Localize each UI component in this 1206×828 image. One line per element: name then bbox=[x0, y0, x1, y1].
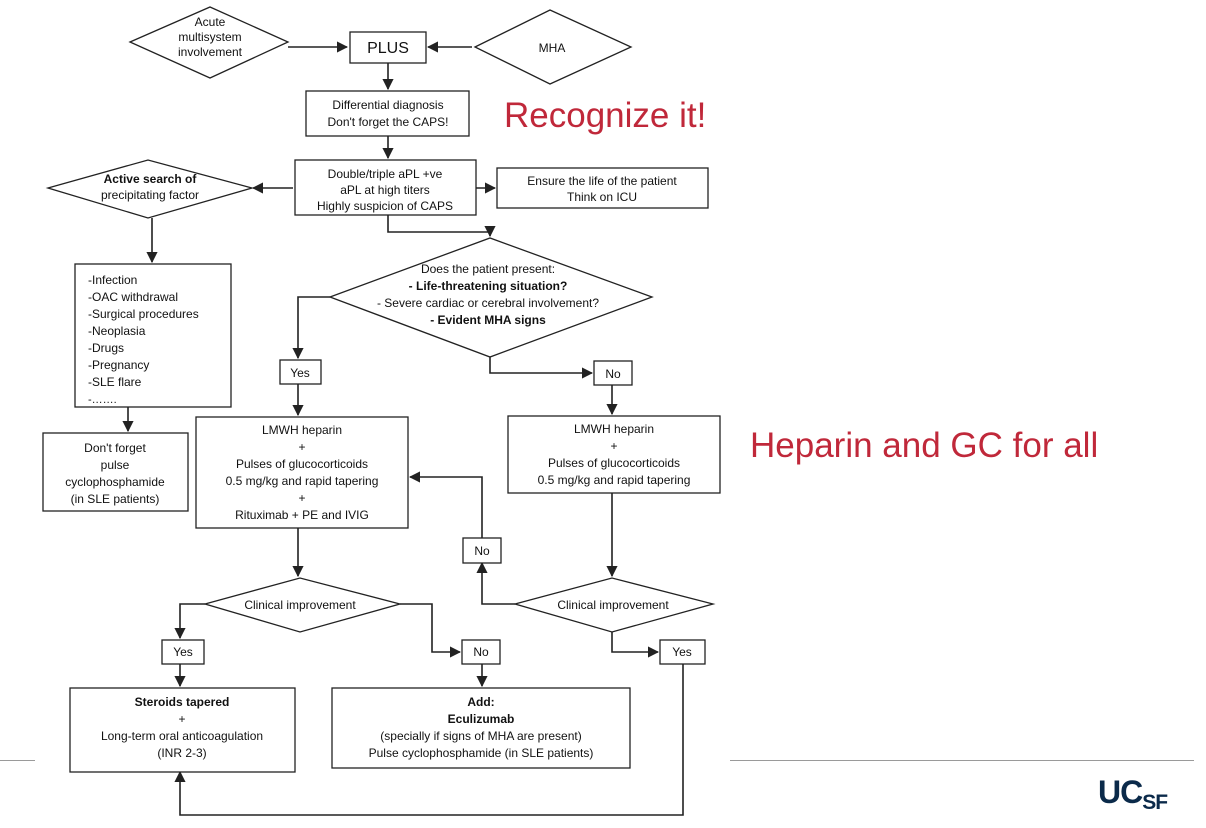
cyclophosphamide-line: Don't forget bbox=[84, 441, 146, 455]
steroids-tapered-box bbox=[69, 687, 296, 773]
treatment-line: Rituximab + PE and IVIG bbox=[235, 508, 369, 522]
recognize-heading: Recognize it! bbox=[504, 96, 707, 135]
treatment-line: 0.5 mg/kg and rapid tapering bbox=[226, 474, 379, 488]
treatment-yes-box bbox=[195, 416, 409, 529]
acute-line: Acute bbox=[195, 15, 226, 29]
cyclophosphamide-line: cyclophosphamide bbox=[65, 475, 165, 489]
no-label: No bbox=[473, 645, 489, 659]
mha-label: MHA bbox=[539, 41, 566, 55]
treatment-line: LMWH heparin bbox=[262, 423, 342, 437]
plus-box bbox=[349, 31, 427, 64]
add-line: (specially if signs of MHA are present) bbox=[380, 729, 581, 743]
clinical-improvement-diamond-left bbox=[202, 577, 403, 633]
active-search-line: precipitating factor bbox=[101, 188, 199, 202]
caps-suspicion-line: Double/triple aPL +ve bbox=[328, 167, 443, 181]
ucsf-logo: UCSF bbox=[1098, 774, 1168, 815]
heparin-heading: Heparin and GC for all bbox=[750, 426, 1099, 465]
mha-diamond bbox=[473, 9, 633, 85]
treatment-line: + bbox=[610, 439, 617, 453]
treatment-line: 0.5 mg/kg and rapid tapering bbox=[538, 473, 691, 487]
factor-item: -Surgical procedures bbox=[88, 307, 199, 321]
question-line: - Life-threatening situation? bbox=[409, 279, 568, 293]
precipitating-factors-box bbox=[74, 263, 232, 408]
steroids-line: (INR 2-3) bbox=[157, 746, 206, 760]
cyclophosphamide-line: (in SLE patients) bbox=[71, 492, 160, 506]
question-line: - Severe cardiac or cerebral involvement… bbox=[377, 296, 599, 310]
ensure-life-box bbox=[496, 167, 709, 209]
factor-item: -Drugs bbox=[88, 341, 124, 355]
caps-suspicion-box bbox=[294, 159, 477, 216]
steroids-line: Steroids tapered bbox=[135, 695, 230, 709]
add-eculizumab-text: Add: Eculizumab (specially if signs of M… bbox=[369, 695, 594, 760]
factor-item: -……. bbox=[88, 394, 117, 406]
footer-rule-right bbox=[730, 760, 1194, 761]
factor-item: -Pregnancy bbox=[88, 358, 149, 372]
differential-line: Don't forget the CAPS! bbox=[327, 115, 448, 129]
no-label: No bbox=[474, 544, 490, 558]
no-box-2 bbox=[461, 639, 501, 665]
clinical-improvement-diamond-right bbox=[512, 577, 716, 633]
plus-label: PLUS bbox=[367, 40, 409, 57]
footer-rule-left bbox=[0, 760, 35, 761]
add-line: Pulse cyclophosphamide (in SLE patients) bbox=[369, 746, 594, 760]
yes-box-right bbox=[659, 639, 706, 665]
acute-involvement-diamond bbox=[128, 6, 290, 79]
no-label: No bbox=[605, 367, 621, 381]
active-search-diamond bbox=[45, 159, 255, 219]
acute-line: involvement bbox=[178, 45, 243, 59]
cyclophosphamide-line: pulse bbox=[101, 458, 130, 472]
connectors bbox=[122, 41, 684, 816]
cyclophosphamide-reminder-box bbox=[42, 432, 189, 512]
yes-box-1 bbox=[279, 359, 322, 385]
yes-label: Yes bbox=[672, 645, 692, 659]
ensure-life-line: Ensure the life of the patient bbox=[527, 174, 677, 188]
steroids-line: + bbox=[178, 712, 185, 726]
treatment-line: LMWH heparin bbox=[574, 422, 654, 436]
yes-box-left bbox=[161, 639, 205, 665]
clinical-improvement-label: Clinical improvement bbox=[557, 598, 669, 612]
steroids-line: Long-term oral anticoagulation bbox=[101, 729, 263, 743]
clinical-improvement-label: Clinical improvement bbox=[244, 598, 356, 612]
caps-suspicion-line: Highly suspicion of CAPS bbox=[317, 199, 453, 213]
precipitating-factors-list: -Infection -OAC withdrawal -Surgical pro… bbox=[88, 273, 199, 406]
treatment-line: Pulses of glucocorticoids bbox=[548, 456, 680, 470]
factor-item: -SLE flare bbox=[88, 375, 142, 389]
active-search-line: Active search of bbox=[104, 172, 198, 186]
question-line: Does the patient present: bbox=[421, 262, 555, 276]
treatment-line: + bbox=[298, 491, 305, 505]
no-box-middle bbox=[462, 537, 502, 564]
caps-suspicion-line: aPL at high titers bbox=[340, 183, 430, 197]
treatment-no-text: LMWH heparin + Pulses of glucocorticoids… bbox=[538, 422, 691, 487]
acute-line: multisystem bbox=[178, 30, 241, 44]
add-line: Add: bbox=[467, 695, 494, 709]
treatment-no-box bbox=[507, 415, 721, 494]
factor-item: -OAC withdrawal bbox=[88, 290, 178, 304]
treatment-yes-text: LMWH heparin + Pulses of glucocorticoids… bbox=[226, 423, 379, 522]
steroids-tapered-text: Steroids tapered + Long-term oral antico… bbox=[101, 695, 263, 760]
yes-label: Yes bbox=[173, 645, 193, 659]
logo-text-sub: SF bbox=[1142, 791, 1168, 814]
add-line: Eculizumab bbox=[448, 712, 515, 726]
treatment-line: Pulses of glucocorticoids bbox=[236, 457, 368, 471]
question-line: - Evident MHA signs bbox=[430, 313, 546, 327]
ensure-life-line: Think on ICU bbox=[567, 190, 637, 204]
no-box-1 bbox=[593, 360, 633, 386]
differential-line: Differential diagnosis bbox=[332, 98, 443, 112]
acute-involvement-label: Acute multisystem involvement bbox=[178, 15, 243, 59]
treatment-line: + bbox=[298, 440, 305, 454]
yes-label: Yes bbox=[290, 366, 310, 380]
differential-diagnosis-box bbox=[305, 90, 470, 137]
add-eculizumab-box bbox=[331, 687, 631, 769]
patient-present-diamond bbox=[328, 237, 654, 358]
logo-text-main: UCSF bbox=[1098, 774, 1168, 814]
factor-item: -Neoplasia bbox=[88, 324, 146, 338]
factor-item: -Infection bbox=[88, 273, 137, 287]
